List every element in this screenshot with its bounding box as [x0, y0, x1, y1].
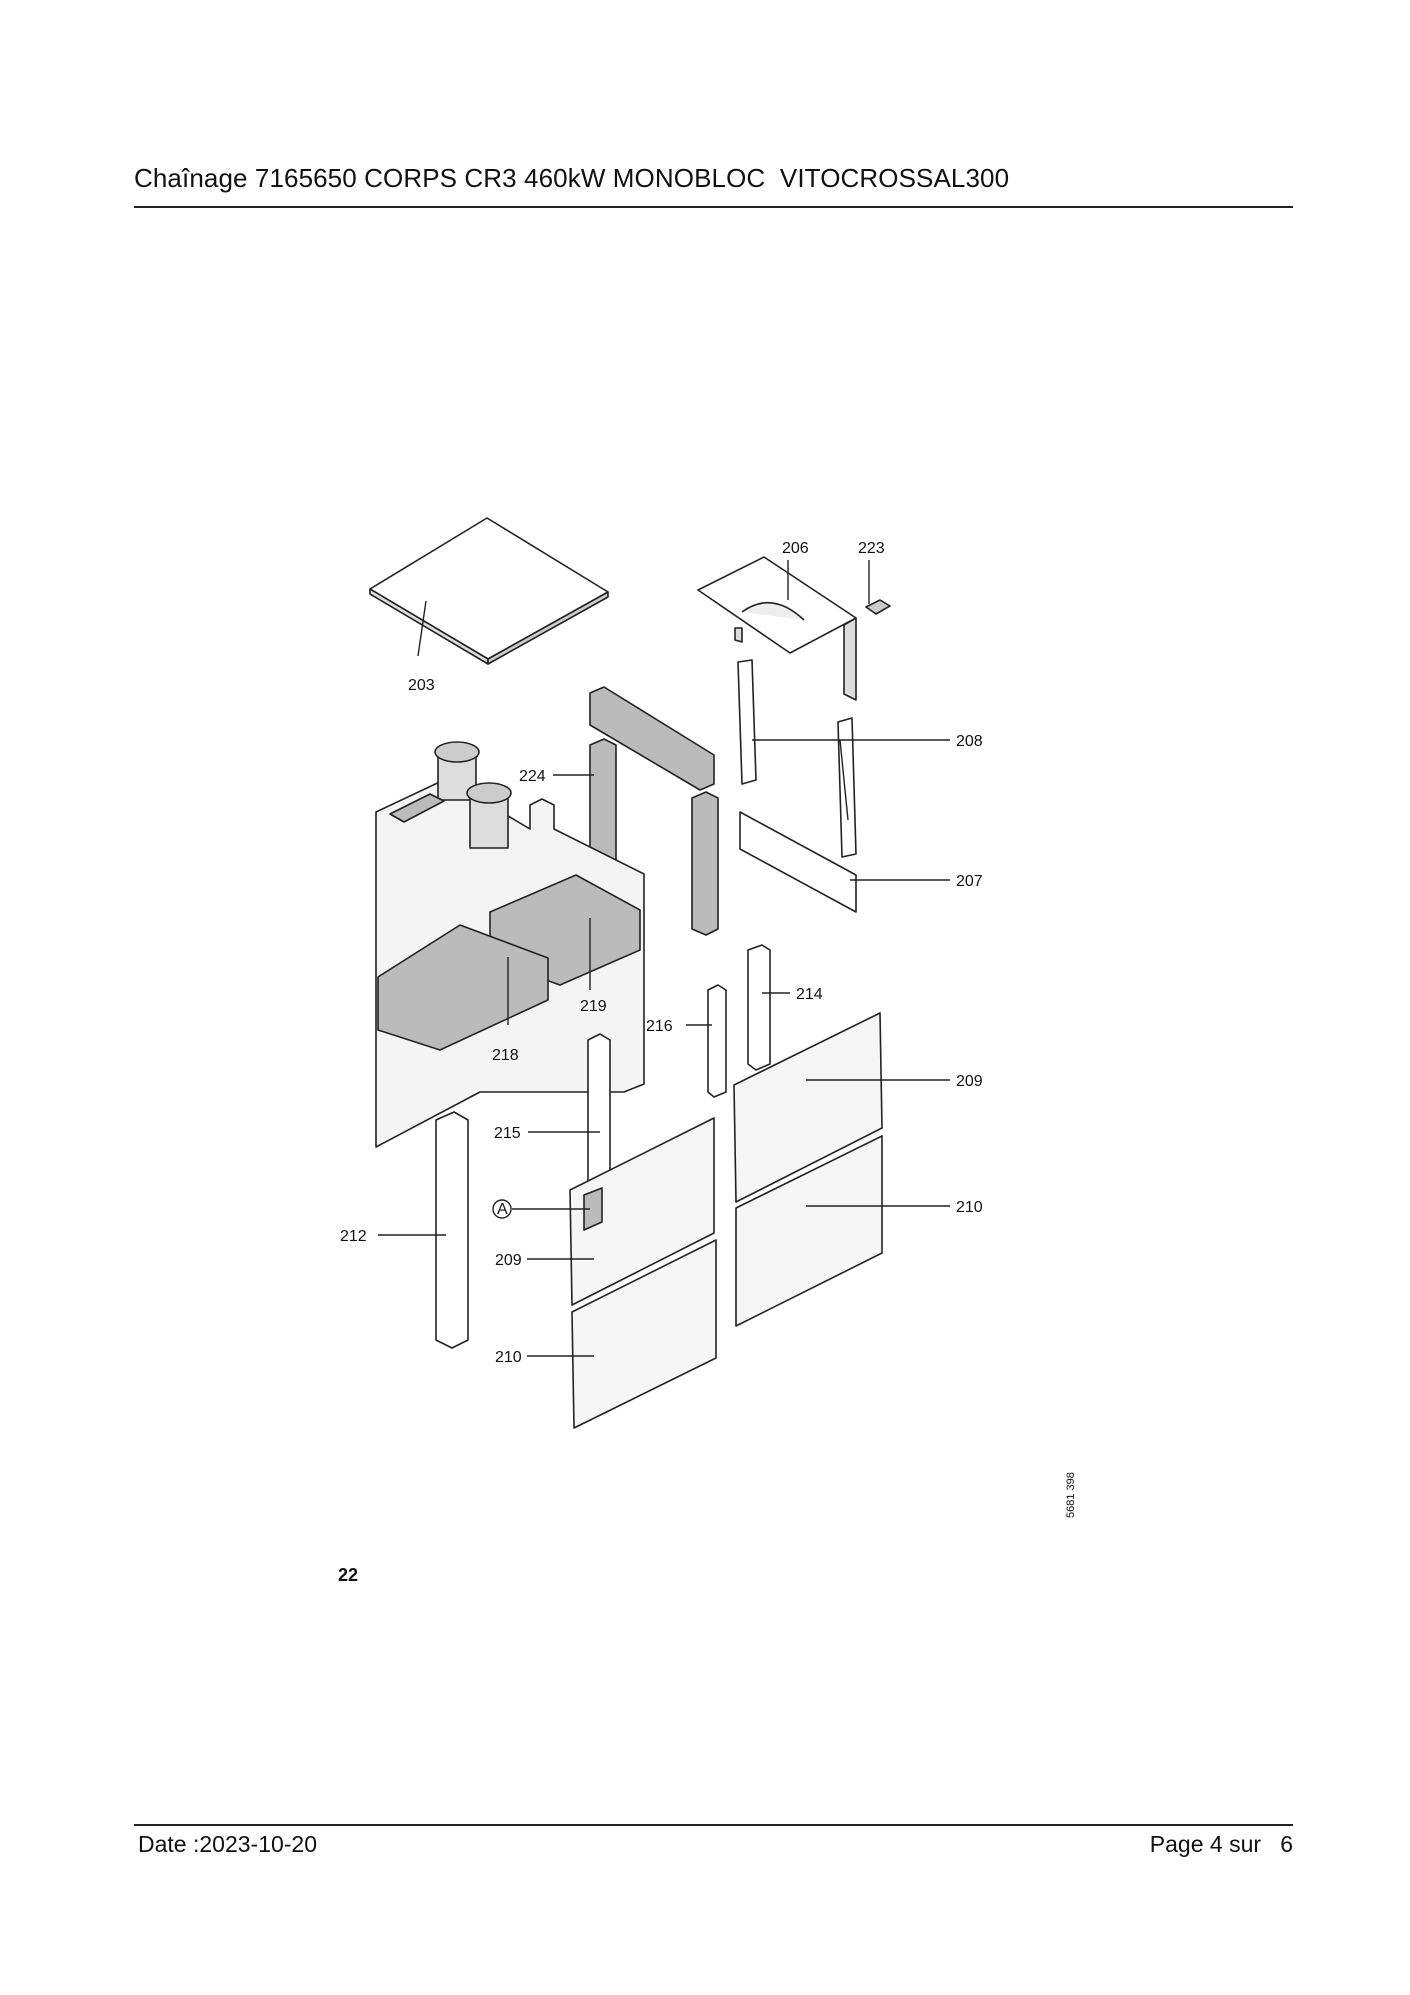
leader-lines: [378, 560, 950, 1357]
label-224: 224: [519, 768, 546, 785]
part-207-plate: [739, 811, 857, 913]
label-210-right: 210: [956, 1199, 983, 1216]
label-a: A: [497, 1201, 508, 1218]
label-208: 208: [956, 733, 983, 750]
label-209-right: 209: [956, 1073, 983, 1090]
part-208-strip-b: [837, 717, 857, 858]
label-210-left: 210: [495, 1349, 522, 1366]
label-219: 219: [580, 998, 607, 1015]
page-title: Chaînage 7165650 CORPS CR3 460kW MONOBLO…: [134, 163, 1010, 193]
drawing-reference: 5681 398: [1065, 1472, 1077, 1518]
header-divider: [134, 206, 1293, 208]
detail-a-circle: [492, 1199, 512, 1219]
footer-date: Date :2023-10-20: [138, 1831, 318, 1857]
part-216-profile: [707, 984, 727, 1098]
part-203-top-panel: [369, 517, 609, 665]
detail-a-area: [583, 1187, 603, 1231]
part-209-right-upper: [733, 1012, 883, 1203]
part-209-left-upper: [569, 1117, 715, 1306]
label-212: 212: [340, 1228, 367, 1245]
part-214-profile: [747, 944, 771, 1071]
label-203: 203: [408, 677, 435, 694]
part-215-profile: [587, 1033, 611, 1189]
part-208-strip-a: [737, 659, 757, 785]
label-215: 215: [494, 1125, 521, 1142]
footer-divider: [134, 1824, 1293, 1826]
part-212-column: [435, 1111, 469, 1349]
part-210-right-lower: [735, 1135, 883, 1327]
part-224-insulation: [589, 686, 719, 936]
label-207: 207: [956, 873, 983, 890]
part-210-left-lower: [571, 1239, 717, 1429]
label-218: 218: [492, 1047, 519, 1064]
label-223: 223: [858, 540, 885, 557]
footer-page-count: Page 4 sur 6: [1149, 1831, 1293, 1857]
label-206: 206: [782, 540, 809, 557]
label-214: 214: [796, 986, 823, 1003]
label-216: 216: [646, 1018, 673, 1035]
diagram-page-number: 22: [338, 1565, 359, 1585]
label-209-left: 209: [495, 1252, 522, 1269]
part-206-top-plate: [697, 556, 857, 701]
part-223-clip: [865, 599, 891, 615]
part-218-insulation: [377, 924, 549, 1051]
